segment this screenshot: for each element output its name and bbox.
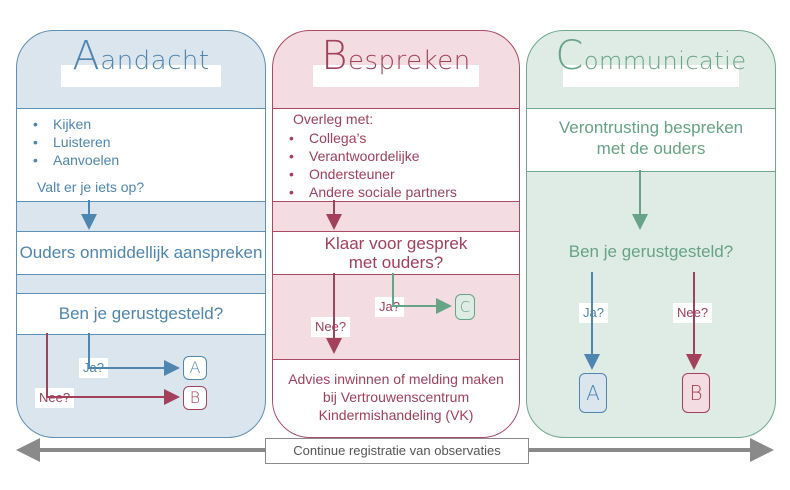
list-item: Aanvoelen <box>27 151 119 169</box>
aandacht-yes-label: Ja? <box>79 358 108 378</box>
communicatie-discuss-band: Verontrusting bespreken met de ouders <box>527 108 775 172</box>
aandacht-action-band: Ouders onmiddellijk aanspreken <box>17 231 265 275</box>
bespreken-box-c: C <box>455 294 475 320</box>
list-item: Collega’s <box>283 129 457 147</box>
communicatie-discuss-text: Verontrusting bespreken met de ouders <box>558 118 744 158</box>
bespreken-ready-band: Klaar voor gesprek met ouders? <box>273 231 519 275</box>
list-item: Ondersteuner <box>283 165 457 183</box>
bespreken-ready-text: Klaar voor gesprek met ouders? <box>324 234 468 272</box>
bespreken-yes-label: Ja? <box>375 297 404 317</box>
aandacht-action-text: Ouders onmiddellijk aanspreken <box>19 243 263 262</box>
bespreken-bullet-list: Collega’s Verantwoordelijke Ondersteuner… <box>283 129 457 201</box>
aandacht-question: Valt er je iets op? <box>37 179 145 195</box>
bespreken-title-bg <box>313 65 479 87</box>
communicatie-title: Communicatie <box>555 33 747 79</box>
communicatie-box-a: A <box>579 373 607 413</box>
aandacht-bullet-list: Kijken Luisteren Aanvoelen <box>27 115 119 169</box>
communicatie-column: Communicatie Verontrusting bespreken met… <box>526 30 776 438</box>
aandacht-title-bg <box>61 65 221 87</box>
bespreken-column: Bespreken Overleg met: Collega’s Verantw… <box>272 30 520 438</box>
bespreken-overleg-band: Overleg met: Collega’s Verantwoordelijke… <box>273 108 519 202</box>
list-item: Andere sociale partners <box>283 183 457 201</box>
aandacht-reassured-band: Ben je gerustgesteld? <box>17 293 265 335</box>
aandacht-observe-band: Kijken Luisteren Aanvoelen Valt er je ie… <box>17 108 265 202</box>
bespreken-advice-text: Advies inwinnen of melding maken bij Ver… <box>288 371 504 423</box>
communicatie-yes-label: Ja? <box>579 303 608 323</box>
bespreken-title: Bespreken <box>321 33 471 79</box>
communicatie-title-bg <box>563 65 739 87</box>
bespreken-no-label: Nee? <box>311 317 351 337</box>
aandacht-reassured-text: Ben je gerustgesteld? <box>58 304 224 323</box>
footer-observation-label: Continue registratie van observaties <box>265 438 529 464</box>
communicatie-no-label: Nee? <box>673 303 713 323</box>
bespreken-advice-band: Advies inwinnen of melding maken bij Ver… <box>273 359 519 437</box>
aandacht-title: Aandacht <box>72 33 210 79</box>
communicatie-reassured-text: Ben je gerustgesteld? <box>568 242 734 261</box>
list-item: Kijken <box>27 115 119 133</box>
list-item: Verantwoordelijke <box>283 147 457 165</box>
aandacht-column: Aandacht Kijken Luisteren Aanvoelen Valt… <box>16 30 266 438</box>
bespreken-intro: Overleg met: <box>293 111 374 127</box>
aandacht-box-a: A <box>183 356 207 380</box>
communicatie-box-b: B <box>682 373 710 413</box>
list-item: Luisteren <box>27 133 119 151</box>
aandacht-box-b: B <box>183 386 207 410</box>
aandacht-no-label: Nee? <box>35 388 75 408</box>
